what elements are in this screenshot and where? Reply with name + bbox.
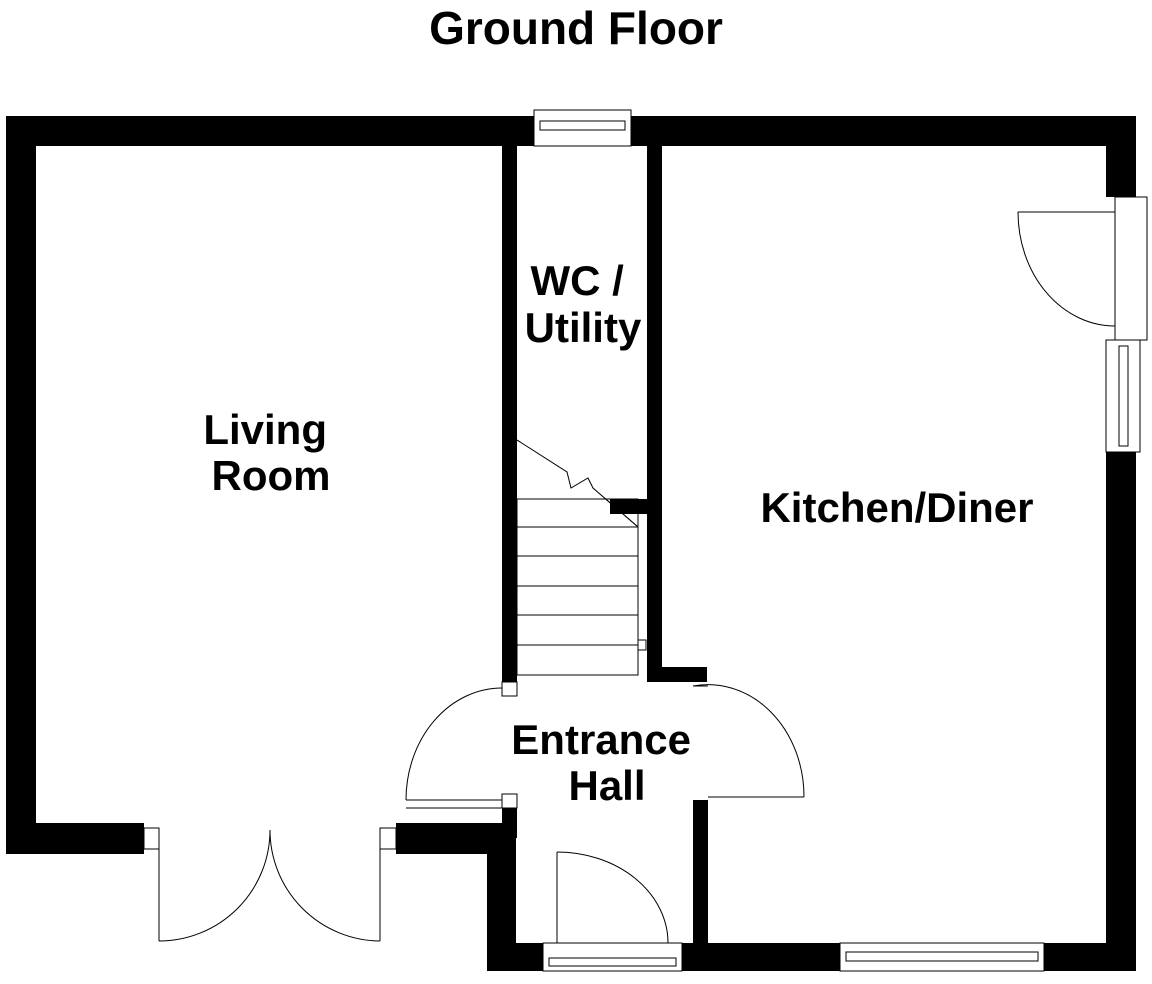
label-hall-line1: Entrance: [511, 716, 691, 763]
wall-kitchen-stub: [647, 667, 707, 682]
wall-hall-right: [693, 800, 708, 971]
wall-wc-bottom: [610, 499, 662, 514]
floor-title: Ground Floor: [429, 2, 723, 54]
label-kitchen-line1: Kitchen/Diner: [760, 484, 1033, 531]
front-door-swing: [556, 851, 669, 944]
label-living-room-line1: Living: [203, 406, 327, 453]
wall-porch-bottom-left: [487, 943, 543, 971]
label-living-room-line2: Room: [212, 452, 331, 499]
door-jamb-right: [379, 827, 397, 850]
wall-wc-left: [502, 146, 517, 682]
door-jamb-left: [143, 827, 160, 850]
french-door-left-swing: [158, 829, 271, 942]
kitchen-side-door-frame: [1114, 196, 1148, 341]
room-labels: Living Room WC / Utility Kitchen/Diner E…: [203, 257, 1033, 809]
label-kitchen-diner: Kitchen/Diner: [760, 484, 1033, 531]
wall-bottom-right-a: [682, 943, 840, 971]
label-wc-line2: Utility: [525, 304, 642, 351]
wall-top-right: [631, 116, 1136, 146]
kitchen-door-swing: [692, 684, 805, 798]
front-door-threshold: [542, 942, 683, 972]
exterior-walls: [6, 116, 1136, 971]
wall-bottom-left-a: [6, 823, 144, 854]
doors: [143, 196, 1148, 972]
label-entrance-hall: Entrance Hall: [511, 716, 702, 809]
wall-left: [6, 116, 36, 854]
wall-right-bottom: [1106, 452, 1136, 971]
interior-walls: [502, 146, 708, 971]
wall-wc-right: [647, 146, 662, 514]
wall-hall-left-lower: [502, 808, 517, 838]
kitchen-side-door-swing: [1017, 211, 1116, 327]
label-wc-line1: WC /: [531, 257, 625, 304]
label-living-room: Living Room: [203, 406, 338, 499]
staircase: [516, 439, 647, 676]
living-door-swing: [405, 687, 503, 801]
stairs-outline: [516, 498, 639, 676]
wall-right-top: [1106, 116, 1136, 197]
windows: [533, 109, 1141, 972]
label-wc-utility: WC / Utility: [525, 257, 642, 351]
wall-kitchen-left-upper: [647, 514, 662, 682]
french-door-right-swing: [269, 829, 381, 942]
label-hall-line2: Hall: [568, 762, 645, 809]
wall-top-left: [6, 116, 534, 146]
